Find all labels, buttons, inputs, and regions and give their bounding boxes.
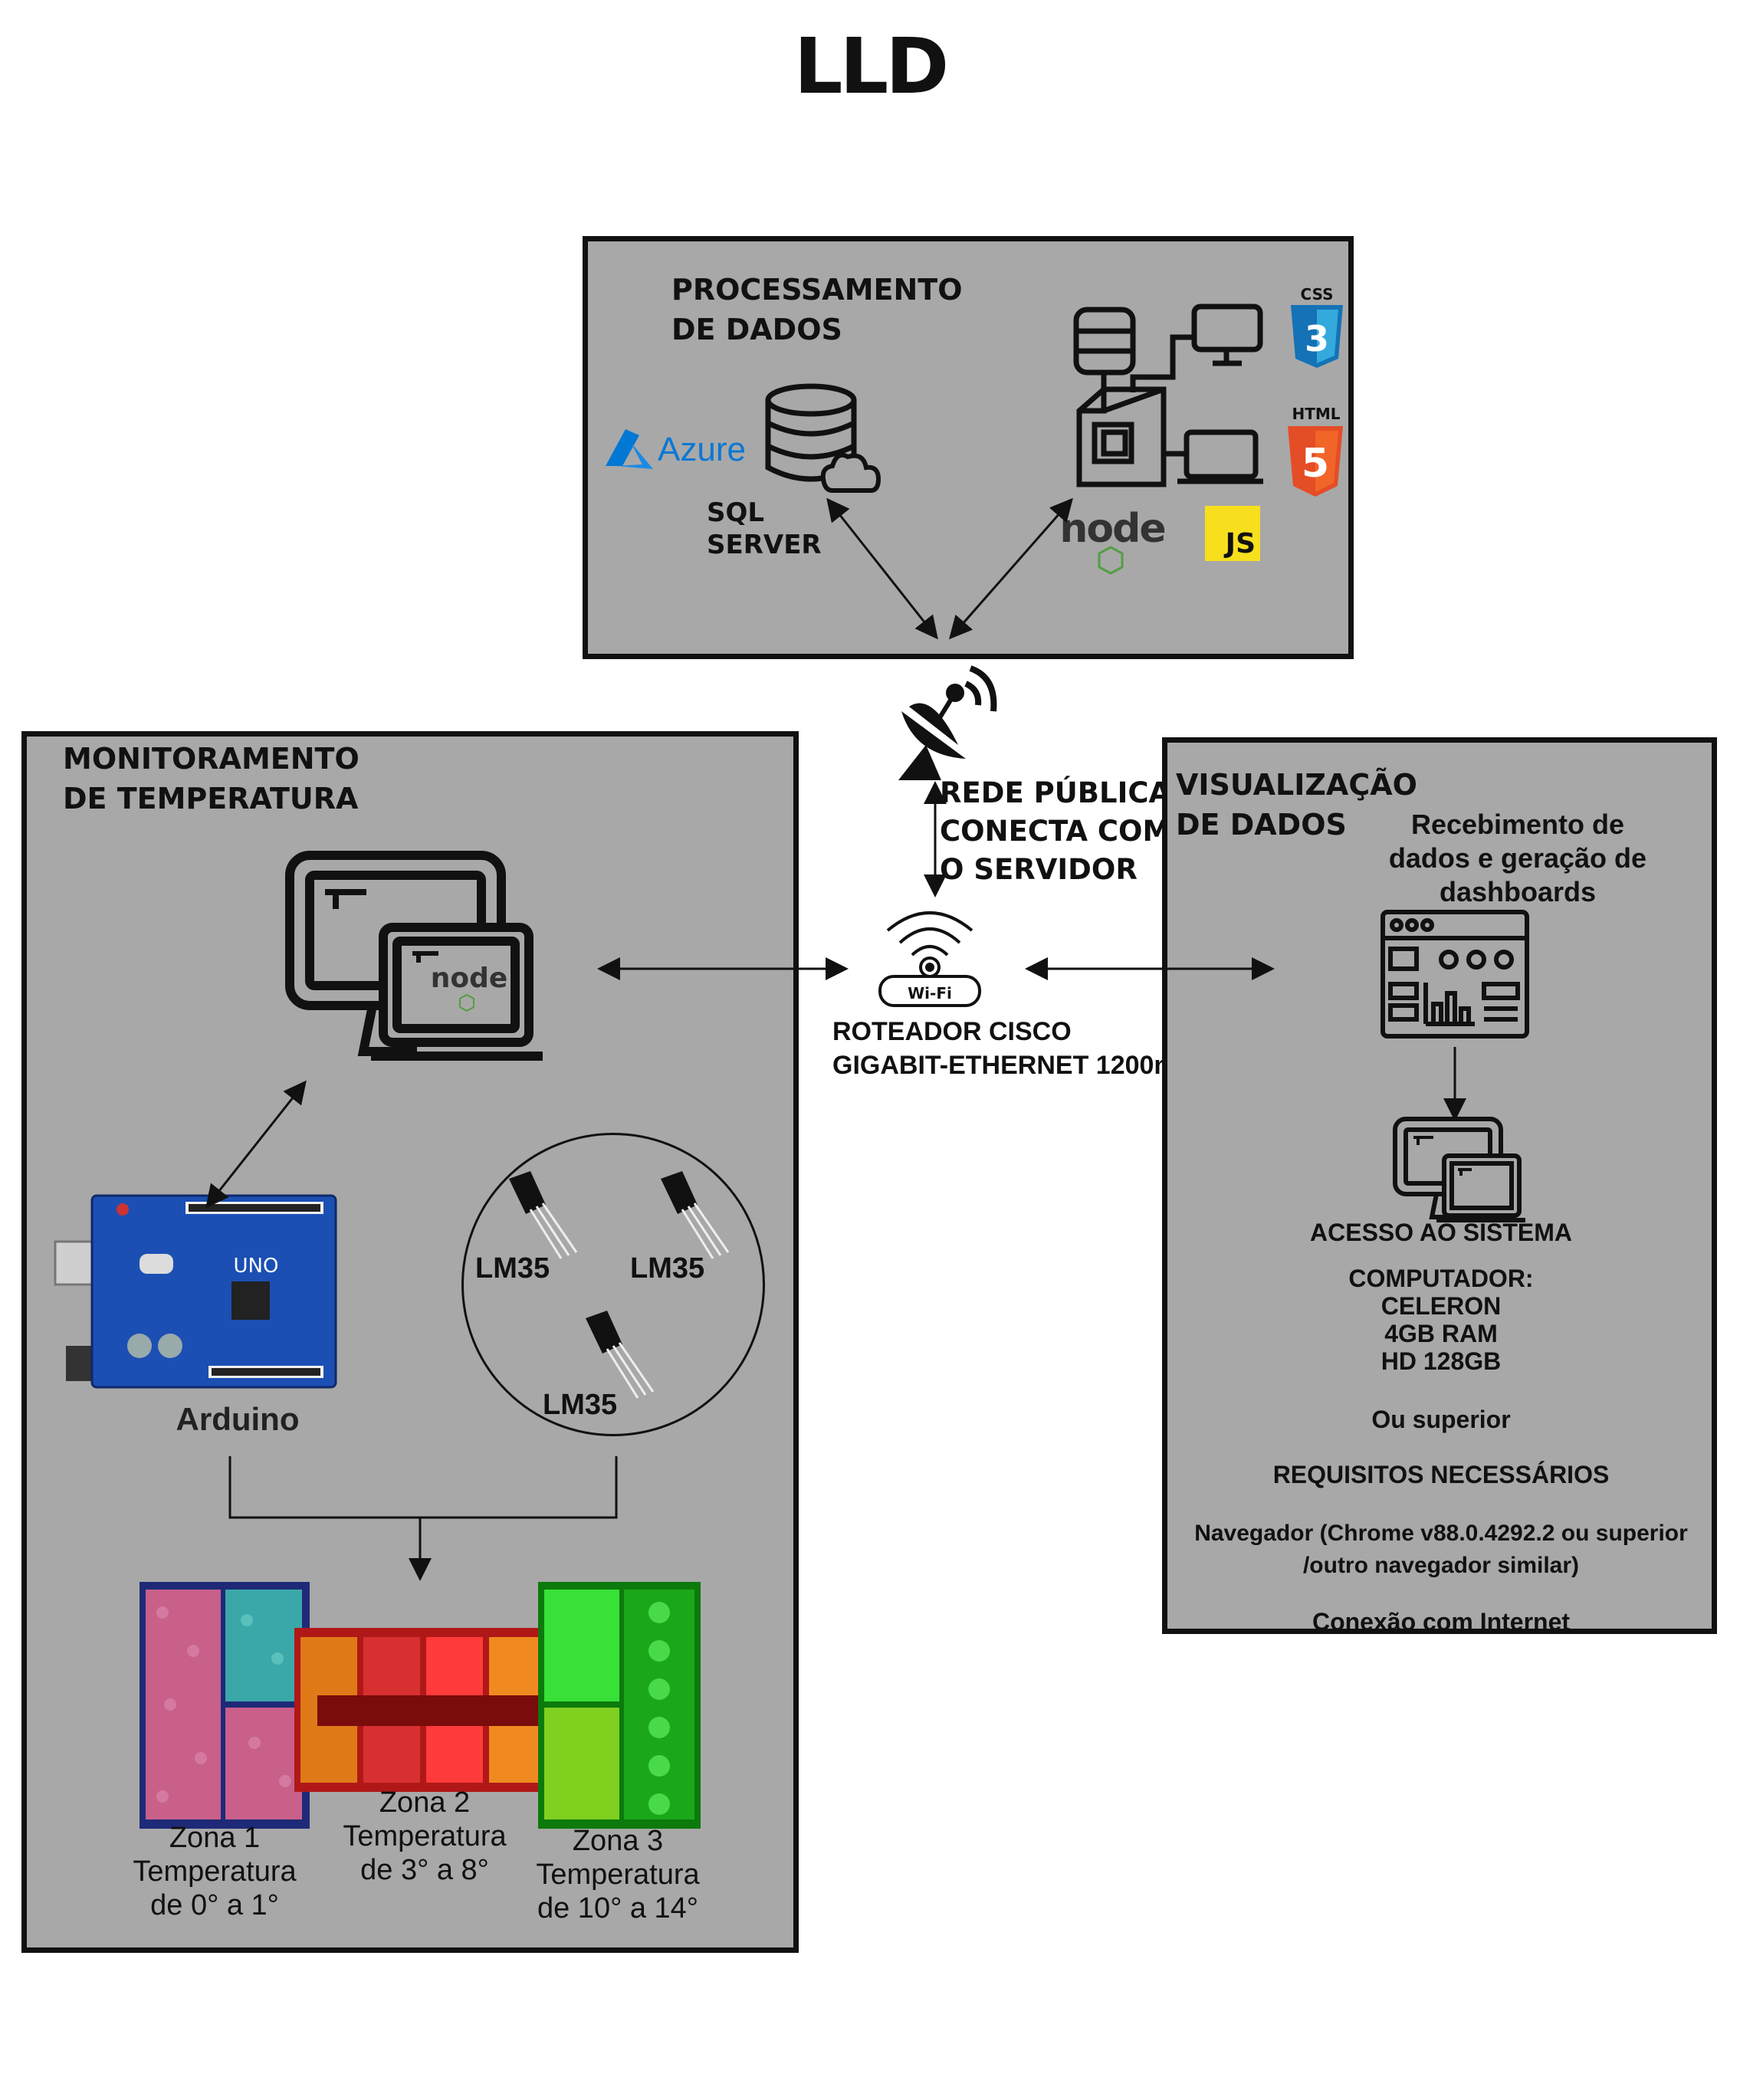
receive-dashboards-label: Recebimento de dados e geração de dashbo… xyxy=(1388,809,1647,907)
javascript-logo-icon: JS xyxy=(1205,506,1260,561)
zone-3-display-icon xyxy=(538,1582,701,1829)
page-title: LLD xyxy=(793,21,949,111)
lm35-sensor-icon xyxy=(509,1171,578,1259)
browser-requirement: Navegador (Chrome v88.0.4292.2 ou superi… xyxy=(1194,1521,1688,1578)
internet-requirement: Conexão com Internet xyxy=(1312,1608,1571,1636)
sql-database-cloud-icon xyxy=(765,383,881,493)
processing-title: PROCESSAMENTO DE DADOS xyxy=(671,273,963,346)
zone-1-display-icon xyxy=(140,1582,310,1829)
requirements-title: REQUISITOS NECESSÁRIOS xyxy=(1272,1461,1610,1488)
css3-shield-icon: 3 xyxy=(1291,305,1343,368)
computer-laptop-icon: node xyxy=(285,851,543,1061)
lm35-label: LM35 xyxy=(543,1389,618,1421)
html5-shield-icon: 5 xyxy=(1288,426,1343,497)
or-better-label: Ou superior xyxy=(1371,1406,1511,1433)
sql-server-label: SQL SERVER xyxy=(707,497,822,560)
nodejs-hexagon-icon xyxy=(1098,546,1124,575)
svg-text:node: node xyxy=(431,963,508,994)
azure-logo-icon xyxy=(606,429,653,469)
sensors-circle xyxy=(461,1133,765,1436)
arduino-label: Arduino xyxy=(176,1401,300,1437)
wifi-router-icon: Wi-Fi xyxy=(878,911,981,1007)
svg-text:5: 5 xyxy=(1302,441,1329,487)
nodejs-logo-icon: node xyxy=(1059,506,1166,552)
lm35-sensor-icon xyxy=(586,1311,655,1399)
monitoring-title: MONITORAMENTO DE TEMPERATURA xyxy=(63,742,359,815)
access-system-label: ACESSO AO SISTEMA xyxy=(1310,1219,1572,1246)
svg-text:3: 3 xyxy=(1305,318,1329,359)
router-label: ROTEADOR CISCO GIGABIT-ETHERNET 1200mbps xyxy=(832,1017,1224,1080)
css3-label: CSS xyxy=(1300,285,1334,304)
server-network-icon xyxy=(1073,304,1263,487)
lm35-label: LM35 xyxy=(475,1252,550,1285)
svg-text:Wi-Fi: Wi-Fi xyxy=(908,984,952,1002)
public-network-label: REDE PÚBLICA CONECTA COM O SERVIDOR xyxy=(940,776,1171,886)
access-computer-icon xyxy=(1393,1117,1525,1222)
azure-label: Azure xyxy=(658,431,746,468)
lm35-label: LM35 xyxy=(630,1252,705,1285)
satellite-dish-icon xyxy=(898,665,997,780)
visualization-title: VISUALIZAÇÃO DE DADOS xyxy=(1176,768,1417,842)
html5-label: HTML xyxy=(1292,405,1341,423)
computer-specs: COMPUTADOR: CELERON 4GB RAM HD 128GB xyxy=(1348,1265,1534,1375)
svg-text:UNO: UNO xyxy=(234,1255,279,1278)
lm35-sensor-icon xyxy=(661,1171,730,1259)
dashboard-icon xyxy=(1381,910,1529,1039)
